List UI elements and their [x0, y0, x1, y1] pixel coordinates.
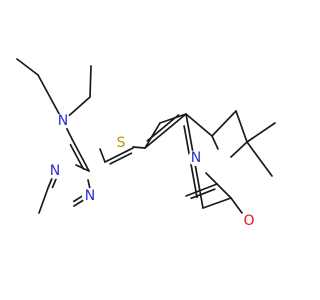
- single-bond: [216, 183, 232, 199]
- single-bond: [235, 110, 248, 143]
- single-bond: [246, 122, 276, 143]
- single-bond: [230, 141, 248, 158]
- atom-n-pyrimidine-upper: N: [47, 163, 63, 179]
- molecule-structure-diagram: N N N S N O: [16, 58, 276, 229]
- atom-n-pyridine-label: N: [191, 150, 201, 166]
- atom-n-pyrimidine-lower-label: N: [85, 188, 95, 204]
- atom-n-pyrimidine-lower: N: [82, 188, 98, 204]
- double-bond-inner: [190, 188, 216, 200]
- single-bond: [205, 172, 218, 185]
- atom-o-pyran: O: [241, 213, 257, 229]
- atom-o-pyran-label: O: [243, 213, 254, 229]
- single-bond: [246, 141, 273, 177]
- atom-n-pyrimidine-upper-label: N: [50, 163, 60, 179]
- atom-n-pyridine: N: [188, 150, 204, 166]
- atom-n-amine-label: N: [58, 113, 68, 129]
- single-bond: [38, 187, 49, 214]
- single-bond: [37, 74, 64, 122]
- single-bond: [211, 110, 237, 137]
- single-bond: [89, 65, 92, 98]
- double-bond-outer: [104, 147, 134, 163]
- double-bond-outer: [185, 183, 218, 197]
- bond-layer: [16, 58, 276, 214]
- single-bond: [87, 179, 91, 190]
- atom-label-layer: N N N S N O: [47, 113, 257, 229]
- single-bond: [132, 146, 146, 149]
- single-bond: [211, 135, 219, 150]
- double-bond-outer: [71, 138, 90, 172]
- single-bond: [202, 197, 232, 209]
- single-bond: [185, 113, 213, 137]
- double-bond-outer: [144, 113, 187, 149]
- atom-s-thiophene-label: S: [117, 135, 126, 151]
- atom-n-amine: N: [55, 113, 71, 129]
- single-bond: [16, 58, 39, 76]
- double-bond-inner: [109, 152, 133, 165]
- single-bond: [230, 197, 243, 214]
- double-bond-inner: [69, 143, 85, 170]
- atom-s-thiophene: S: [113, 135, 129, 151]
- single-bond: [99, 148, 106, 163]
- double-bond-inner: [146, 114, 180, 142]
